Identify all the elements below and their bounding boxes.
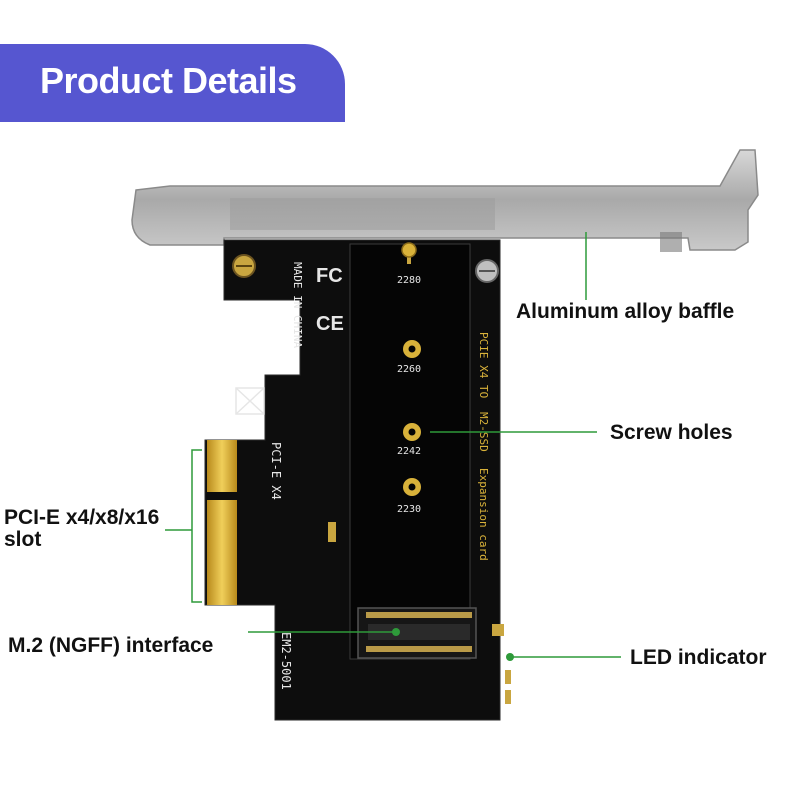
pcie-x4-text: PCI-E X4: [269, 442, 283, 500]
hole-label-2260: 2260: [397, 364, 421, 375]
m2-pointer-dot: [392, 628, 400, 636]
card-panel: [349, 243, 471, 660]
led-pointer-dot: [506, 653, 514, 661]
hole-label-2242: 2242: [397, 446, 421, 457]
banner-title: Product Details: [40, 60, 297, 101]
screw-hole-2280: [401, 242, 417, 264]
pointer-lines: [165, 232, 621, 658]
made-in-china-text: MADE IN CHINA: [291, 262, 304, 348]
hole-label-2280: 2280: [397, 275, 421, 286]
m2-interface-label: M.2 (NGFF) interface: [8, 634, 214, 657]
card-title-line1: PCIE X4 TO: [477, 332, 490, 398]
led-indicator-label: LED indicator: [630, 646, 767, 669]
led-component: [492, 624, 504, 636]
card-title-line3: Expansion card: [477, 468, 490, 561]
ce-mark: CE: [316, 313, 344, 335]
bracket-screw-left: [232, 254, 256, 278]
bracket-slot: [230, 198, 495, 230]
baffle-label: Aluminum alloy baffle: [516, 300, 735, 323]
weee-bin-icon: [235, 387, 265, 415]
pcie-gold-contacts: [207, 440, 237, 605]
model-text: EM2-5001: [279, 632, 293, 690]
aluminum-bracket: [131, 149, 759, 252]
m2-connector: [357, 607, 477, 659]
slot-bracket-line: [191, 449, 202, 603]
title-banner: [0, 44, 345, 122]
slot-label-line2: slot: [4, 528, 42, 551]
slot-label-line1: PCI-E x4/x8/x16: [4, 506, 160, 529]
capacitor: [328, 522, 336, 542]
hole-label-2230: 2230: [397, 504, 421, 515]
fc-mark: FC: [316, 265, 343, 287]
bracket-screw-right: [475, 259, 499, 283]
screw-holes-label: Screw holes: [610, 421, 733, 444]
